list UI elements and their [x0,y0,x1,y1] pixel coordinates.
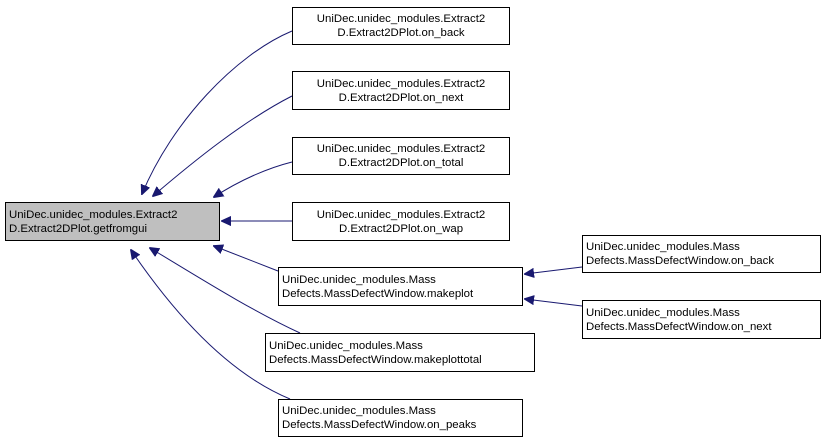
node-extract2d-on-next-line2: D.Extract2DPlot.on_next [338,91,464,104]
edge-on_next_md-to-makeplot [525,299,583,307]
node-extract2d-on-back[interactable]: UniDec.unidec_modules.Extract2 D.Extract… [292,7,510,45]
node-massdefect-makeplottotal-line2: Defects.MassDefectWindow.makeplottotal [269,353,482,366]
node-extract2d-on-next-line1: UniDec.unidec_modules.Extract2 [316,77,486,90]
edge-on_peaks-to-getfromgui [131,250,291,400]
node-extract2d-on-total[interactable]: UniDec.unidec_modules.Extract2 D.Extract… [292,137,510,175]
edge-on_back_md-to-makeplot [525,266,583,274]
node-massdefect-makeplot-line2: Defects.MassDefectWindow.makeplot [282,287,474,300]
edge-on_back_2d-to-getfromgui [142,30,293,194]
edge-makeplot-to-getfromgui [214,246,279,272]
node-massdefect-on-peaks[interactable]: UniDec.unidec_modules.Mass Defects.MassD… [278,399,523,437]
node-extract2d-on-total-line1: UniDec.unidec_modules.Extract2 [316,143,486,155]
edge-on_total_2d-to-getfromgui [214,161,293,197]
node-massdefect-on-back-line2: Defects.MassDefectWindow.on_back [586,255,775,267]
node-extract2d-on-total-line2: D.Extract2DPlot.on_total [338,157,464,169]
edge-on_next_2d-to-getfromgui [153,95,293,196]
node-massdefect-on-next-line1: UniDec.unidec_modules.Mass [586,306,740,319]
node-extract2d-on-back-line1: UniDec.unidec_modules.Extract2 [316,13,486,25]
node-getfromgui-line2: D.Extract2DPlot.getfromgui [9,222,148,235]
node-getfromgui[interactable]: UniDec.unidec_modules.Extract2 D.Extract… [5,202,220,241]
node-extract2d-on-wap[interactable]: UniDec.unidec_modules.Extract2 D.Extract… [292,202,510,241]
node-massdefect-on-peaks-line1: UniDec.unidec_modules.Mass [282,405,436,417]
node-extract2d-on-wap-line2: D.Extract2DPlot.on_wap [338,222,464,235]
node-extract2d-on-next[interactable]: UniDec.unidec_modules.Extract2 D.Extract… [292,71,510,110]
node-massdefect-on-peaks-line2: Defects.MassDefectWindow.on_peaks [282,419,477,431]
node-massdefect-makeplot-line1: UniDec.unidec_modules.Mass [282,273,436,286]
node-massdefect-on-next[interactable]: UniDec.unidec_modules.Mass Defects.MassD… [582,300,821,339]
edge-makeplottotal-to-getfromgui [150,248,301,334]
node-massdefect-makeplot[interactable]: UniDec.unidec_modules.Mass Defects.MassD… [278,267,523,306]
node-massdefect-makeplottotal[interactable]: UniDec.unidec_modules.Mass Defects.MassD… [265,333,535,372]
node-getfromgui-line1: UniDec.unidec_modules.Extract2 [9,208,178,221]
node-massdefect-on-back[interactable]: UniDec.unidec_modules.Mass Defects.MassD… [582,235,821,273]
node-extract2d-on-wap-line1: UniDec.unidec_modules.Extract2 [316,208,486,221]
node-extract2d-on-back-line2: D.Extract2DPlot.on_back [337,27,465,39]
node-massdefect-makeplottotal-line1: UniDec.unidec_modules.Mass [269,339,423,352]
node-massdefect-on-back-line1: UniDec.unidec_modules.Mass [586,241,740,253]
node-massdefect-on-next-line2: Defects.MassDefectWindow.on_next [586,320,772,333]
